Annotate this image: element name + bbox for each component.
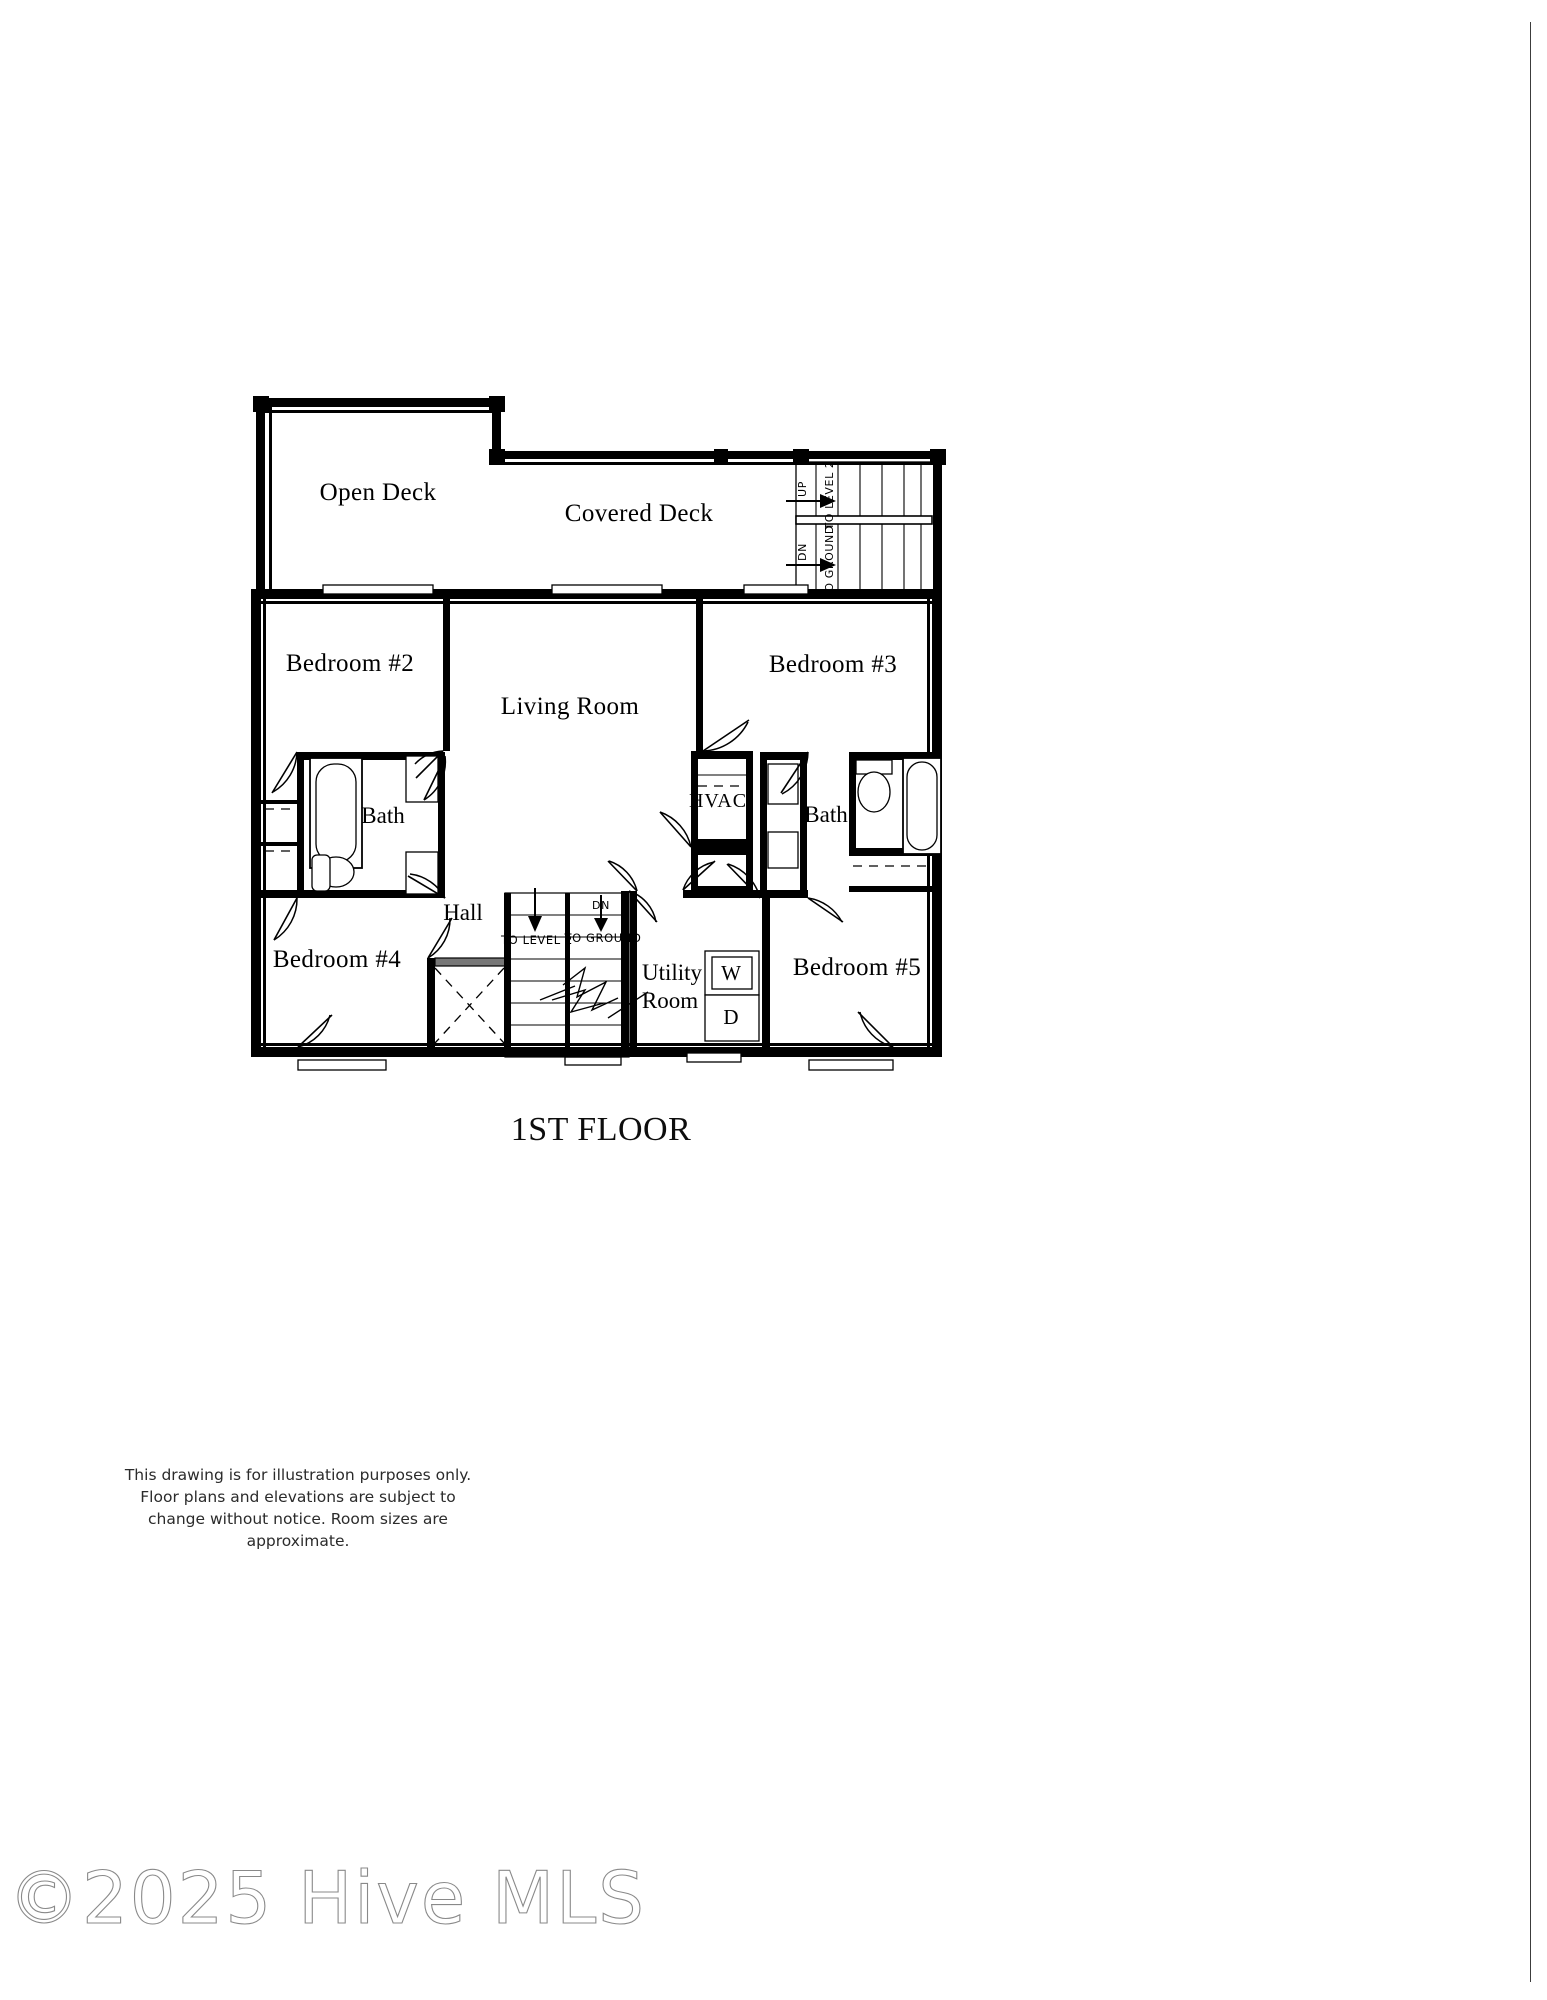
label-bedroom-5: Bedroom #5 — [793, 954, 921, 981]
label-bedroom-2: Bedroom #2 — [286, 650, 414, 677]
stair-up-destination: TO LEVEL 2 — [823, 460, 836, 530]
label-bedroom-4: Bedroom #4 — [273, 946, 401, 973]
interior-stair-right-destination: TO GROUND — [564, 931, 642, 945]
interior-stair-right-direction: DN — [592, 899, 610, 912]
label-bedroom-3: Bedroom #3 — [769, 651, 897, 678]
doors — [271, 719, 894, 1048]
stair-up-direction: UP — [796, 481, 809, 497]
label-living-room: Living Room — [501, 693, 640, 720]
interior-walls — [261, 599, 935, 1057]
label-washer: W — [721, 961, 741, 985]
stair-down-direction: DN — [796, 543, 809, 561]
label-utility-room-line2: Room — [642, 988, 698, 1013]
fixtures — [309, 755, 942, 1042]
label-bath-left: Bath — [361, 803, 405, 828]
mls-watermark: ©2025 Hive MLS — [7, 1855, 646, 1940]
stair-down-destination: TO GROUND — [823, 525, 836, 600]
label-utility-room-line1: Utility — [642, 960, 703, 985]
label-hvac: HVAC — [689, 790, 747, 812]
page-title: 1ST FLOOR — [511, 1111, 692, 1148]
stair-arrow-up — [786, 494, 836, 508]
label-open-deck: Open Deck — [320, 479, 437, 506]
interior-stair-arrow-left — [528, 888, 542, 932]
windows-bottom — [297, 1052, 894, 1071]
deck-outline — [253, 396, 946, 599]
disclaimer-text: This drawing is for illustration purpose… — [124, 1466, 472, 1550]
scan-edge-artifact — [1530, 22, 1531, 1982]
label-covered-deck: Covered Deck — [565, 500, 714, 527]
label-hall: Hall — [443, 900, 483, 925]
label-bath-right: Bath — [804, 802, 848, 827]
interior-stair-arrow-right — [594, 895, 608, 932]
interior-stair: TO LEVEL 2 DN TO GROUND — [500, 888, 649, 1058]
exterior-stair: TO LEVEL 2 UP TO GROUND DN — [786, 460, 937, 600]
stair-arrow-down — [786, 558, 836, 572]
windows-top — [322, 584, 809, 595]
interior-stair-left-destination: TO LEVEL 2 — [500, 933, 573, 947]
label-dryer: D — [723, 1005, 738, 1029]
